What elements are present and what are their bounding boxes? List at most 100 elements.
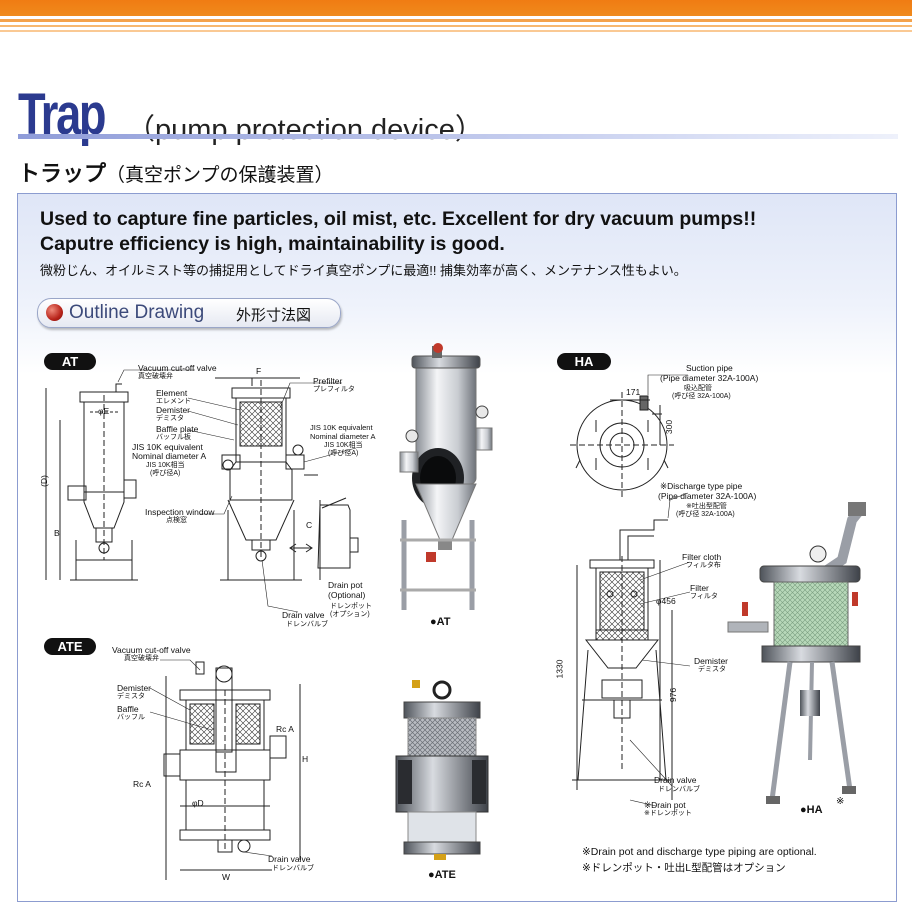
at-vacuum-valve-label: Vacuum cut-off valve xyxy=(138,363,217,373)
at-inspection-label: Inspection window xyxy=(145,507,215,517)
at-front-drawing xyxy=(215,377,321,581)
at-drain-pot-label-jp: ドレンポット xyxy=(330,603,372,610)
ha-photo xyxy=(727,502,866,804)
ha-demister-label: Demister xyxy=(694,656,729,666)
ate-drawing xyxy=(163,661,301,880)
ate-demister-label: Demister xyxy=(117,683,152,693)
at-element-label: Element xyxy=(156,388,188,398)
ha-suction-label-jp: 吸込配管 xyxy=(684,385,712,392)
footnote-en: ※Drain pot and discharge type piping are… xyxy=(582,846,817,858)
ha-drain-valve-label: Drain valve xyxy=(654,775,697,785)
at-jis-a-label-jp2: (呼び径A) xyxy=(150,470,181,477)
title-jp-main: トラップ xyxy=(18,161,107,186)
ate-baffle-label: Baffle xyxy=(117,704,139,714)
lead-line-1: Used to capture fine particles, oil mist… xyxy=(40,208,757,230)
title-underline xyxy=(18,134,898,139)
ha-dim-976: 976 xyxy=(668,687,679,703)
at-drain-pot-label-jp2: (オプション) xyxy=(330,611,370,618)
ate-vacuum-valve-label: Vacuum cut-off valve xyxy=(112,645,191,655)
ate-dim-d: φD xyxy=(192,798,204,808)
ha-discharge-label-2: (Pipe diameter 32A-100A) xyxy=(658,491,757,501)
page-subtitle: （pump protection device） xyxy=(126,114,484,146)
ha-filter-cloth-label: Filter cloth xyxy=(682,552,722,562)
at-drain-pot-drawing xyxy=(289,497,359,569)
ha-filter-label: Filter xyxy=(690,583,709,593)
ate-drain-valve-label-jp: ドレンバルブ xyxy=(272,865,314,872)
section-title: Outline Drawing xyxy=(69,302,205,323)
ha-discharge-label: ※Discharge type pipe xyxy=(660,481,743,491)
ha-demister-label-jp: デミスタ xyxy=(698,666,726,673)
tag-at: AT xyxy=(44,353,96,370)
at-element-label-jp: エレメント xyxy=(156,398,191,405)
at-jis-b-label-jp2: (呼び径A) xyxy=(328,450,359,457)
at-jis-b-label-jp: JIS 10K相当 xyxy=(324,442,363,449)
ha-drain-pot-label: ※Drain pot xyxy=(644,800,686,810)
ha-photo-mark: ※ xyxy=(836,796,845,807)
at-photo xyxy=(399,343,493,610)
at-drain-pot-label-2: (Optional) xyxy=(328,590,366,600)
ate-baffle-label-jp: バッフル xyxy=(117,714,145,721)
tag-ate: ATE xyxy=(44,638,96,655)
at-drain-valve-label-jp: ドレンバルブ xyxy=(286,621,328,628)
title-row: Trap （pump protection device） xyxy=(18,86,898,146)
footnote-jp: ※ドレンポット・吐出L型配管はオプション xyxy=(582,862,786,874)
lead-jp: 微粉じん、オイルミスト等の捕捉用としてドライ真空ポンプに最適!! 捕集効率が高く… xyxy=(40,263,687,278)
at-jis-b-label-2: Nominal diameter A xyxy=(310,432,376,441)
at-inspection-label-jp: 点検窓 xyxy=(166,517,187,524)
at-side-drawing xyxy=(45,383,138,581)
at-vacuum-valve-label-jp: 真空破壊弁 xyxy=(138,373,173,380)
section-title-jp: 外形寸法図 xyxy=(236,307,312,324)
at-photo-caption: ●AT xyxy=(430,616,451,628)
ha-side-view-drawing xyxy=(572,519,673,800)
at-baffle-label-jp: バッフル板 xyxy=(156,434,191,441)
at-dim-f: F xyxy=(256,366,262,376)
at-demister-label-jp: デミスタ xyxy=(156,415,184,422)
ha-top-view-drawing xyxy=(570,392,674,498)
ha-dim-171: 171 xyxy=(626,387,641,397)
ha-dim-300: 300 xyxy=(664,419,675,435)
page-title: Trap xyxy=(18,82,107,147)
at-dim-b: B xyxy=(54,528,60,538)
title-jp-sub: （真空ポンプの保護装置） xyxy=(106,165,334,186)
page-title-jp: トラップ（真空ポンプの保護装置） xyxy=(18,156,333,188)
ate-demister-label-jp: デミスタ xyxy=(117,693,145,700)
at-dim-c: C xyxy=(306,520,313,530)
ha-suction-label-jp2: (呼び径 32A-100A) xyxy=(672,393,731,400)
ate-drain-valve-label: Drain valve xyxy=(268,854,311,864)
ha-suction-label-2: (Pipe diameter 32A-100A) xyxy=(660,373,759,383)
section-heading-outline-drawing: Outline Drawing 外形寸法図 xyxy=(37,298,341,328)
tag-ha: HA xyxy=(557,353,611,370)
leader-lines xyxy=(117,369,691,857)
ate-photo-caption: ●ATE xyxy=(428,869,456,881)
ate-vacuum-valve-label-jp: 真空破壊弁 xyxy=(124,655,159,662)
at-dim-d: (D) xyxy=(38,475,49,487)
at-drain-pot-label: Drain pot xyxy=(328,580,363,590)
bullet-ball-icon xyxy=(46,304,63,321)
at-jis-a-label: JIS 10K equivalent xyxy=(132,442,203,452)
ha-drain-pot-label-jp: ※ドレンポット xyxy=(644,810,692,817)
ha-discharge-label-jp: ※吐出型配管 xyxy=(686,503,727,510)
at-drain-valve-label: Drain valve xyxy=(282,610,325,620)
ate-rc-a-left: Rc A xyxy=(133,779,151,789)
at-jis-a-label-jp: JIS 10K相当 xyxy=(146,462,185,469)
at-demister-label: Demister xyxy=(156,405,191,415)
ate-photo xyxy=(395,680,489,860)
ha-suction-label: Suction pipe xyxy=(686,363,733,373)
at-baffle-label: Baffle plate xyxy=(156,424,199,434)
at-jis-b-label: JIS 10K equivalent xyxy=(310,423,373,432)
ha-photo-caption: ●HA xyxy=(800,804,823,816)
ha-drain-valve-label-jp: ドレンバルブ xyxy=(658,786,700,793)
ate-dim-h: H xyxy=(302,754,309,764)
ha-filter-label-jp: フィルタ xyxy=(690,593,718,600)
ha-filter-cloth-label-jp: フィルタ布 xyxy=(686,562,721,569)
header-stripe-band xyxy=(0,0,912,44)
at-dim-e: φE xyxy=(98,406,110,416)
lead-line-2: Caputre efficiency is high, maintainabil… xyxy=(40,233,505,255)
ha-dim-456: φ456 xyxy=(656,596,676,606)
ate-rc-a-right: Rc A xyxy=(276,724,294,734)
at-prefilter-label: Prefilter xyxy=(313,376,343,386)
ha-dim-1330: 1330 xyxy=(554,659,565,679)
at-jis-a-label-2: Nominal diameter A xyxy=(132,451,207,461)
at-prefilter-label-jp: プレフィルタ xyxy=(313,386,355,393)
